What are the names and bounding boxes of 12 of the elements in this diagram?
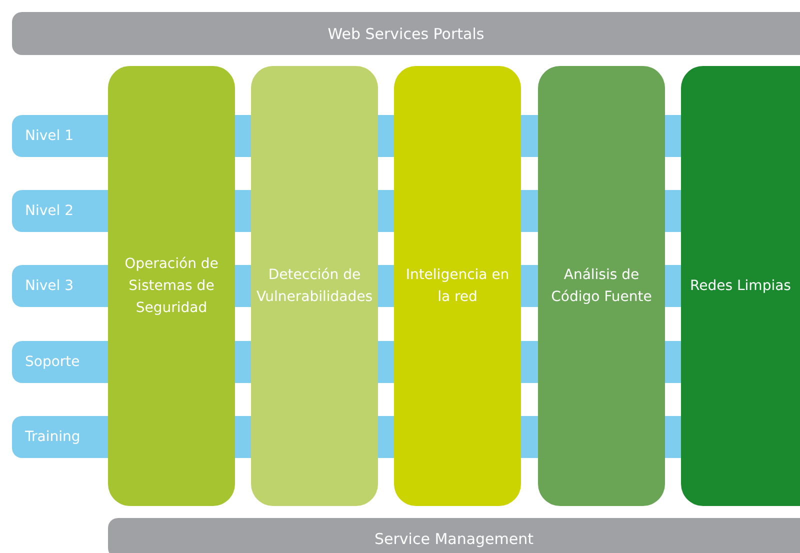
layer-band: Training (12, 416, 108, 458)
service-column: Detección de Vulnerabilidades (251, 66, 378, 506)
layer-band: Soporte (12, 341, 108, 383)
service-column: Redes Limpias (681, 66, 800, 506)
layer-band: Nivel 3 (12, 265, 108, 307)
service-column: Operación de Sistemas de Seguridad (108, 66, 235, 506)
layer-band: Nivel 1 (12, 115, 108, 157)
layer-band: Nivel 2 (12, 190, 108, 232)
header-bar: Web Services Portals (12, 12, 800, 55)
service-column: Análisis de Código Fuente (538, 66, 665, 506)
service-column: Inteligencia en la red (394, 66, 521, 506)
footer-bar: Service Management (108, 518, 800, 553)
